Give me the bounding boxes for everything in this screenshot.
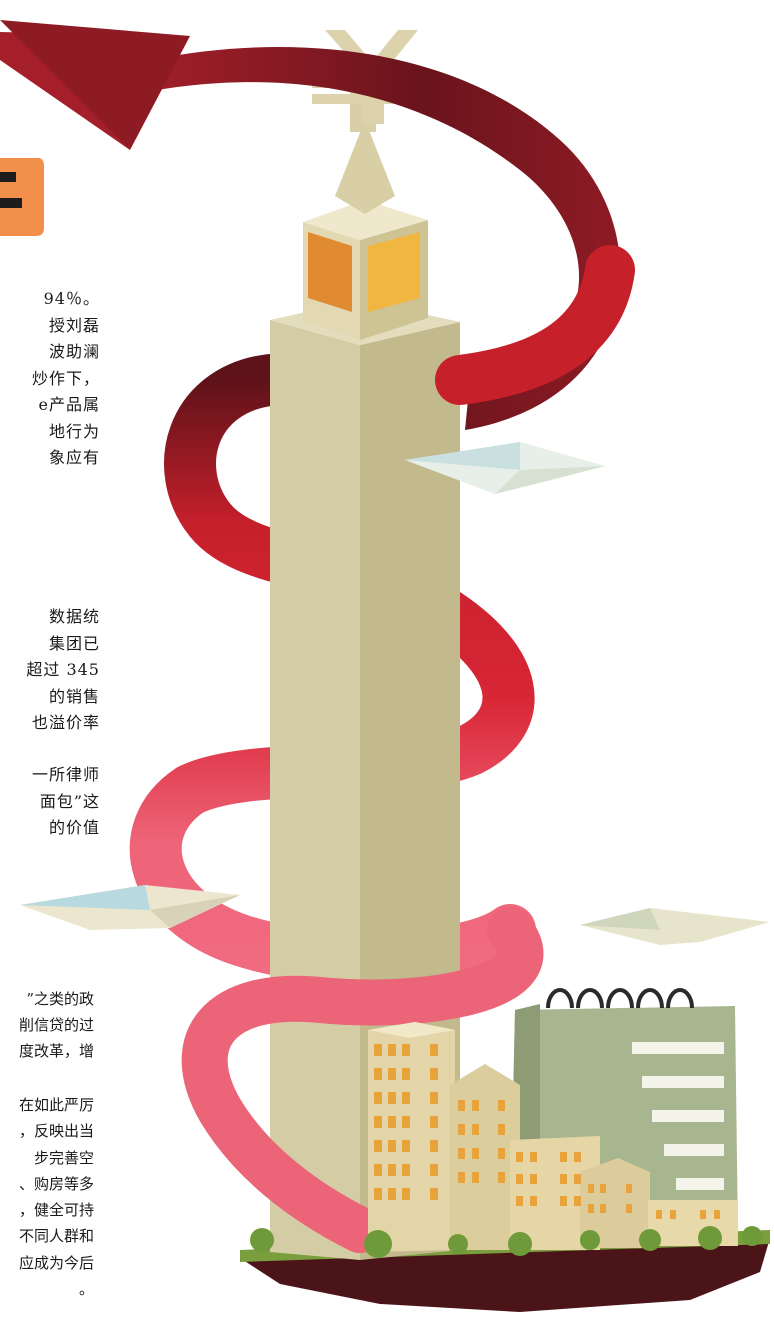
text-line: 一所律师 bbox=[31, 765, 100, 784]
title-glyph-fragment bbox=[0, 158, 44, 236]
paper-plane-icon bbox=[580, 908, 770, 945]
text-line: 地行为 bbox=[48, 421, 100, 441]
text-line: 度改革，增 bbox=[18, 1042, 94, 1060]
text-line: 授刘磊 bbox=[48, 315, 100, 335]
text-line: 不同人群和 bbox=[18, 1227, 94, 1246]
text-line: 在如此严厉 bbox=[18, 1096, 94, 1114]
ribbon-back bbox=[129, 354, 536, 985]
ribbon-front-lower bbox=[181, 907, 544, 1253]
text-line: 面包”这 bbox=[39, 791, 100, 811]
text-line: 象应有 bbox=[48, 448, 100, 467]
text-line: 集团已 bbox=[48, 633, 100, 653]
paper-plane-icon bbox=[20, 885, 240, 930]
text-line: ”之类的政 bbox=[26, 990, 94, 1008]
article-paragraph-2: 数据统 集团已 超过 345 的销售 也溢价率 bbox=[0, 604, 100, 737]
text-line: e产品属 bbox=[38, 395, 100, 414]
text-line: 也溢价率 bbox=[31, 713, 100, 732]
text-line: 。 bbox=[78, 1280, 94, 1299]
text-line: 应成为今后 bbox=[18, 1253, 94, 1272]
text-line: ，健全可持 bbox=[18, 1201, 94, 1220]
article-paragraph-4: ”之类的政 削信贷的过 度改革，增 bbox=[0, 986, 94, 1064]
text-line: 的价值 bbox=[48, 818, 100, 837]
text-line: 超过 345 bbox=[26, 660, 100, 679]
text-line: 的销售 bbox=[48, 686, 100, 706]
shrubs bbox=[250, 1226, 762, 1258]
article-paragraph-3: 一所律师 面包”这 的价值 bbox=[0, 762, 100, 842]
article-paragraph-1: 94％。 授刘磊 波助澜 炒作下， e产品属 地行为 象应有 bbox=[0, 286, 100, 472]
tower bbox=[270, 92, 460, 1260]
tower-window-right bbox=[368, 232, 420, 312]
text-line: 步完善空 bbox=[33, 1148, 94, 1167]
text-line: 波助澜 bbox=[48, 342, 100, 361]
text-line: 数据统 bbox=[48, 607, 100, 626]
text-line: 94％。 bbox=[43, 289, 100, 308]
tower-window-left bbox=[308, 232, 352, 312]
paper-plane-icon bbox=[405, 442, 605, 494]
building-cluster bbox=[368, 1022, 738, 1252]
article-paragraph-5: 在如此严厉 ，反映出当 步完善空 、购房等多 ，健全可持 不同人群和 应成为今后… bbox=[0, 1092, 94, 1302]
rising-arrow-icon bbox=[0, 20, 621, 431]
text-line: ，反映出当 bbox=[18, 1122, 94, 1141]
text-line: 、购房等多 bbox=[18, 1174, 94, 1193]
text-line: 炒作下， bbox=[31, 368, 100, 388]
ribbon-front-upper bbox=[435, 245, 635, 405]
text-line: 削信贷的过 bbox=[18, 1016, 94, 1034]
